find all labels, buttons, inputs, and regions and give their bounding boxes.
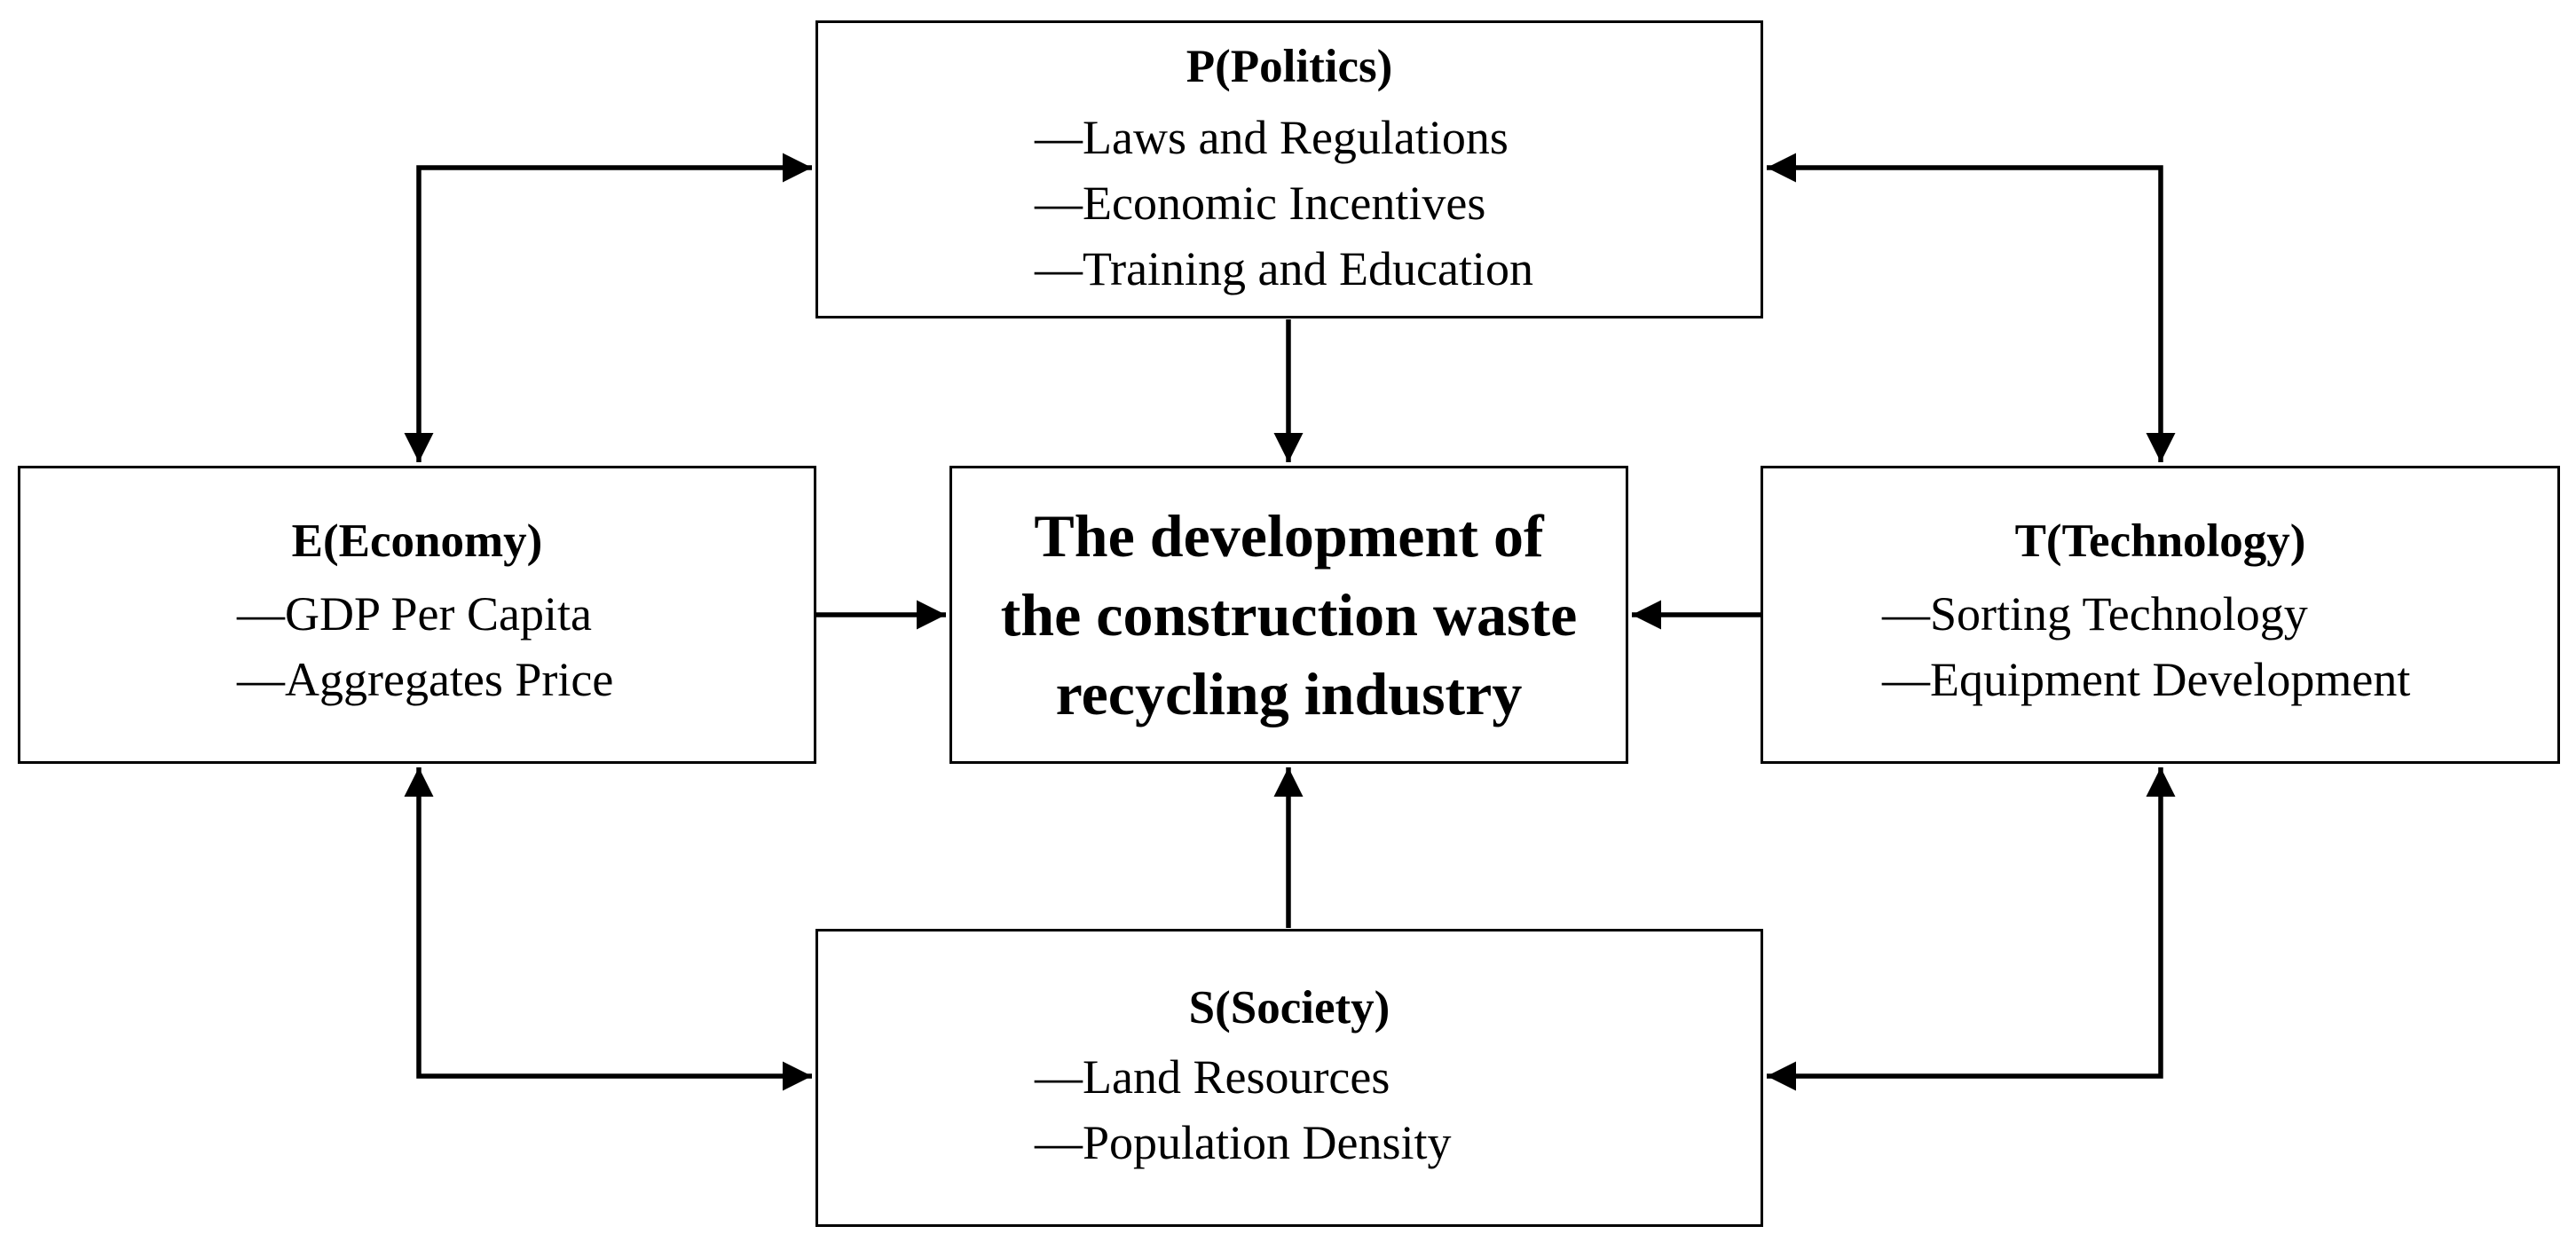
technology-items: —Sorting Technology —Equipment Developme… xyxy=(1763,581,2557,712)
technology-box: T(Technology) —Sorting Technology —Equip… xyxy=(1761,466,2560,764)
arrow-economy-society xyxy=(404,767,812,1091)
technology-item: —Equipment Development xyxy=(1882,652,2411,706)
center-title-line: the construction waste xyxy=(1000,580,1578,649)
politics-title: P(Politics) xyxy=(1186,40,1393,92)
society-item: —Population Density xyxy=(1035,1115,1452,1169)
economy-items: —GDP Per Capita —Aggregates Price xyxy=(20,581,814,712)
center-box: The development of the construction wast… xyxy=(949,466,1628,764)
politics-item: —Laws and Regulations xyxy=(1035,110,1509,164)
technology-title: T(Technology) xyxy=(2014,515,2306,567)
economy-item: —Aggregates Price xyxy=(237,652,614,706)
society-box: S(Society) —Land Resources —Population D… xyxy=(815,929,1763,1227)
arrow-economy-politics xyxy=(404,153,812,462)
technology-item: —Sorting Technology xyxy=(1882,586,2308,641)
politics-box: P(Politics) —Laws and Regulations —Econo… xyxy=(815,20,1763,318)
society-items: —Land Resources —Population Density xyxy=(818,1044,1761,1175)
politics-items: —Laws and Regulations —Economic Incentiv… xyxy=(818,105,1761,302)
economy-box: E(Economy) —GDP Per Capita —Aggregates P… xyxy=(18,466,816,764)
center-title-line: The development of xyxy=(1034,501,1544,570)
society-item: —Land Resources xyxy=(1035,1049,1390,1104)
politics-item: —Economic Incentives xyxy=(1035,176,1486,230)
economy-title: E(Economy) xyxy=(291,515,543,567)
arrow-technology-society xyxy=(1767,767,2176,1091)
society-title: S(Society) xyxy=(1188,981,1390,1034)
arrow-technology-politics xyxy=(1767,153,2176,462)
center-title-line: recycling industry xyxy=(1055,659,1523,727)
economy-item: —GDP Per Capita xyxy=(237,586,592,641)
politics-item: —Training and Education xyxy=(1035,241,1533,295)
